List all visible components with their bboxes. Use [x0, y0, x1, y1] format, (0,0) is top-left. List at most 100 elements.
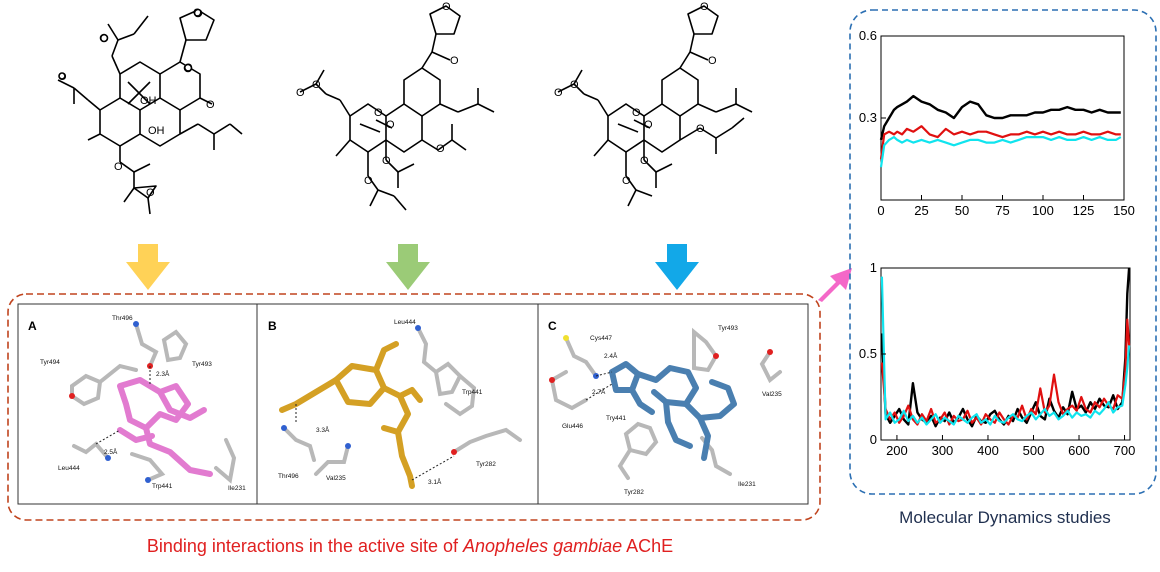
distance-label: 2.5Å: [104, 447, 118, 456]
residue-label: Leu444: [394, 319, 416, 326]
distance-label: 3.3Å: [316, 425, 330, 434]
binding-panel-b: B Leu444 Trp441: [268, 319, 522, 489]
x-tick-label: 75: [995, 203, 1009, 218]
svg-text:O: O: [58, 71, 67, 83]
svg-text:O: O: [114, 161, 123, 173]
svg-text:O: O: [700, 1, 709, 13]
y-tick-label: 0.3: [859, 110, 877, 125]
binding-caption-suffix: AChE: [622, 536, 674, 556]
distance-label: 2.7Å: [592, 387, 606, 396]
panel-b-ligand-pose: [279, 341, 423, 489]
molecule-1-atom-labels: O O O O OH OH O O O: [58, 7, 215, 199]
y-tick-label: 0.5: [859, 346, 877, 361]
svg-text:O: O: [382, 155, 391, 167]
binding-region-border: [7, 293, 821, 521]
arrow-down-c: [655, 244, 699, 290]
arrow-to-md: [818, 268, 852, 302]
residue-label: Val235: [326, 475, 346, 482]
x-tick-label: 150: [1113, 203, 1135, 218]
svg-text:O: O: [442, 1, 451, 13]
residue-label: Thr496: [278, 473, 299, 480]
svg-text:O: O: [450, 55, 459, 67]
svg-text:O: O: [644, 119, 653, 131]
svg-text:O: O: [374, 107, 383, 119]
panel-b-residue-sticks: [282, 326, 522, 476]
md-region-border: [849, 9, 1157, 495]
svg-text:O: O: [296, 87, 305, 99]
residue-label: Tyr493: [192, 361, 212, 368]
x-tick-label: 125: [1073, 203, 1095, 218]
series-line-black: [879, 94, 1121, 141]
svg-text:O: O: [696, 123, 705, 135]
residue-label: Thr496: [112, 315, 133, 322]
y-tick-label: 0.6: [859, 28, 877, 43]
residue-label: Tyr282: [476, 461, 496, 468]
x-tick-label: 0: [877, 203, 884, 218]
svg-text:O: O: [708, 55, 717, 67]
panel-b-hetero-atoms: [281, 325, 457, 455]
binding-caption-prefix: Binding interactions in the active site …: [146, 536, 464, 556]
x-tick-label: 700: [1114, 443, 1136, 458]
residue-label: Val235: [762, 391, 782, 398]
distance-label: 3.1Å: [428, 477, 442, 486]
svg-text:O: O: [570, 79, 579, 91]
panel-c-label: C: [548, 319, 557, 333]
arrow-down-b: [386, 244, 430, 290]
panel-c-hbonds: [585, 371, 613, 401]
panel-b-residue-labels: Leu444 Trp441 Thr496 Val235 Tyr282 3.3Å …: [278, 319, 496, 486]
residue-label: Trp441: [462, 389, 483, 396]
svg-text:OH: OH: [140, 95, 157, 107]
molecule-structure-2: [299, 5, 495, 211]
residue-label: Tyr494: [40, 359, 60, 366]
binding-caption-species: Anopheles gambiae: [463, 536, 623, 556]
binding-panel-a: A Thr496 Tyr494: [28, 315, 246, 492]
panel-a-hetero-atoms: [69, 321, 153, 483]
x-tick-label: 25: [914, 203, 928, 218]
series-line-red: [880, 318, 1131, 426]
residue-label: Glu446: [562, 423, 583, 430]
x-tick-label: 100: [1032, 203, 1054, 218]
residue-label: Trp441: [152, 483, 173, 490]
svg-text:O: O: [622, 175, 631, 187]
residue-label: Tyr282: [624, 489, 644, 496]
x-tick-label: 500: [1023, 443, 1045, 458]
y-tick-label: 1: [870, 260, 877, 275]
svg-text:O: O: [364, 175, 373, 187]
svg-text:O: O: [640, 155, 649, 167]
residue-label: Ile231: [228, 485, 246, 492]
series-line-red: [879, 125, 1121, 160]
svg-text:O: O: [386, 119, 395, 131]
x-tick-label: 200: [886, 443, 908, 458]
panel-c-ligand-pose: [609, 361, 737, 461]
residue-label: Ile231: [738, 481, 756, 488]
md-chart-top: 0 25 50 75 100 125 150 0.3 0.6: [859, 28, 1135, 218]
distance-label: 2.3Å: [156, 369, 170, 378]
residue-label: Leu444: [58, 465, 80, 472]
panel-a-label: A: [28, 319, 37, 333]
x-tick-label: 400: [977, 443, 999, 458]
svg-text:O: O: [146, 187, 155, 199]
molecule-3-atom-labels: O O O O O O O O O: [554, 1, 717, 187]
distance-label: 2.4Å: [604, 351, 618, 360]
svg-text:O: O: [436, 143, 445, 155]
x-tick-label: 600: [1068, 443, 1090, 458]
series-line-cyan: [880, 276, 1131, 426]
residue-label: Try441: [606, 415, 626, 422]
panel-c-residue-labels: Cys447 Tyr493 Glu446 Try441 Val235 Tyr28…: [562, 325, 782, 496]
panel-a-ligand-pose: [117, 377, 213, 477]
panel-a-hbonds: [95, 366, 151, 445]
panel-b-label: B: [268, 319, 277, 333]
svg-text:O: O: [100, 33, 109, 45]
svg-text:O: O: [193, 7, 202, 19]
x-tick-label: 50: [955, 203, 969, 218]
molecule-structure-1: [57, 8, 243, 215]
panel-a-residue-labels: Thr496 Tyr494 Tyr493 Leu444 Trp441 Ile23…: [40, 315, 246, 492]
y-tick-label: 0: [870, 432, 877, 447]
svg-text:O: O: [554, 87, 563, 99]
panel-b-hbonds: [295, 404, 455, 481]
arrow-down-a: [126, 244, 170, 290]
svg-text:O: O: [184, 62, 193, 74]
molecule-structure-3: [557, 5, 753, 207]
residue-label: Cys447: [590, 335, 612, 342]
